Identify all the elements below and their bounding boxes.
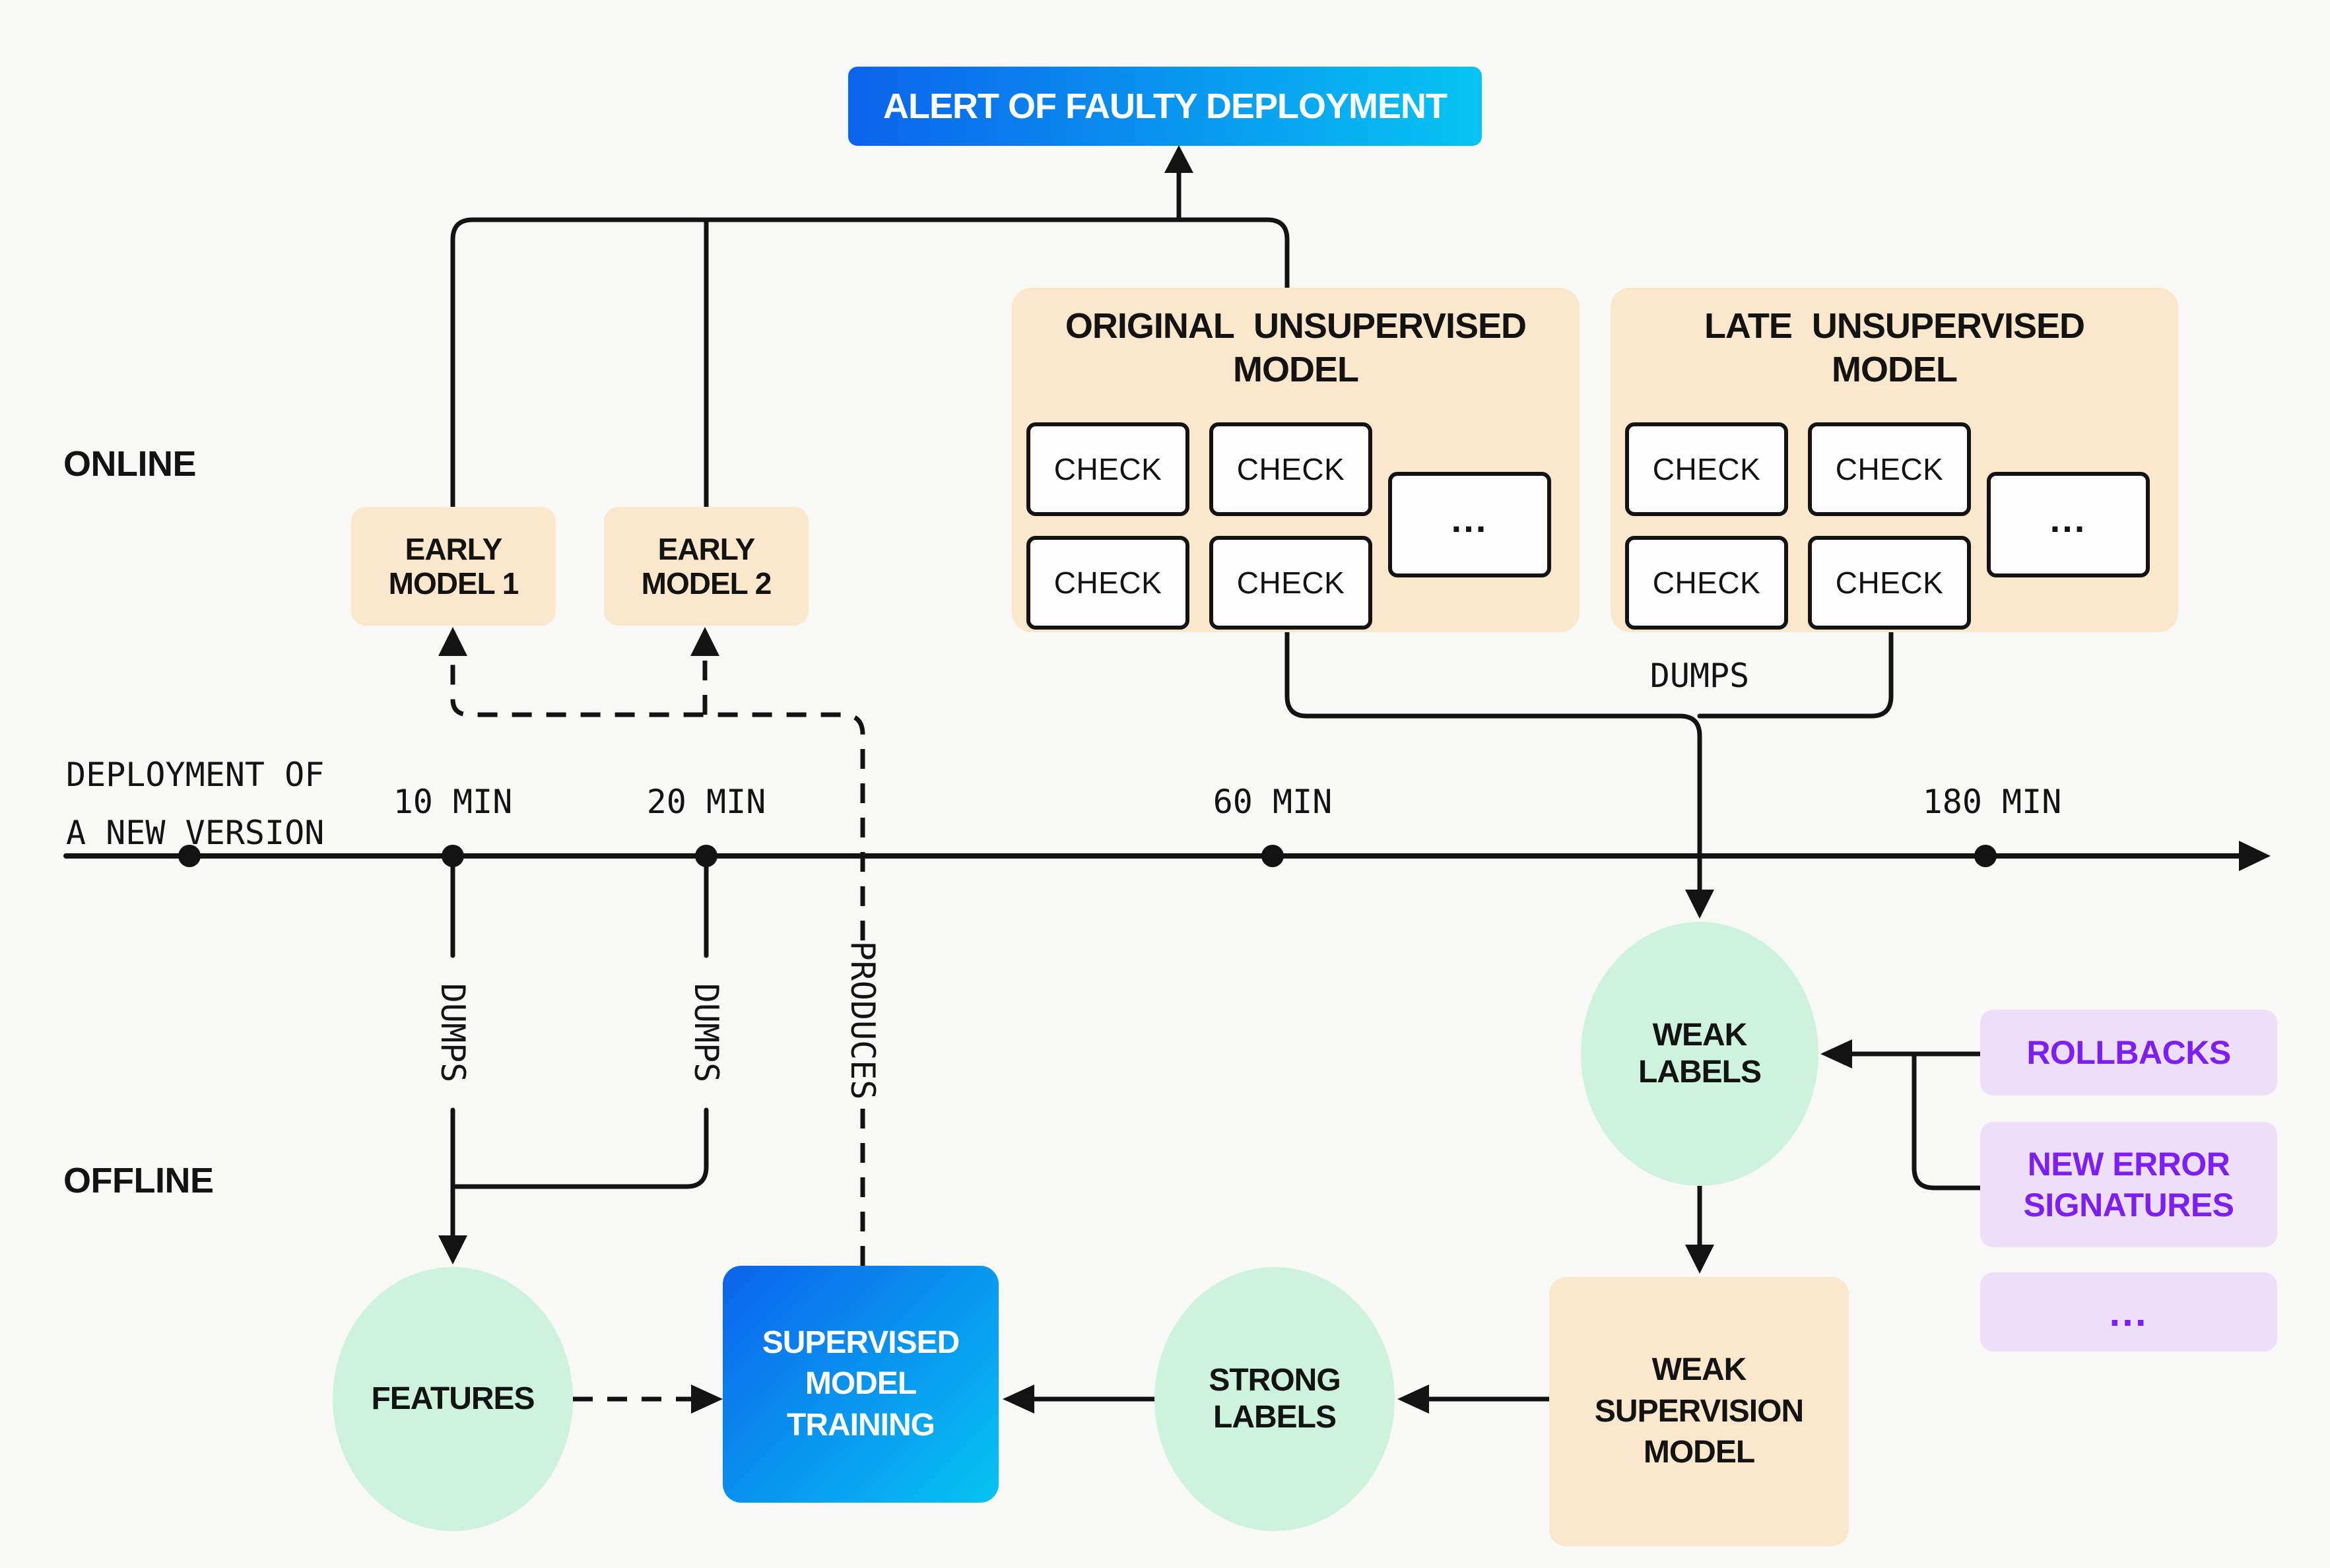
wsm-line1: WEAK <box>1651 1352 1747 1388</box>
early-model-2-line2: MODEL 2 <box>641 566 772 601</box>
timeline-dot-20min <box>695 845 717 867</box>
node-late-unsupervised-model: LATE UNSUPERVISED MODEL CHECK CHECK CHEC… <box>1611 288 2178 632</box>
timeline-origin-label: DEPLOYMENT OF A NEW VERSION <box>66 746 324 862</box>
features-label: FEATURES <box>371 1381 535 1417</box>
check-box: CHECK <box>1808 536 1971 630</box>
weak-labels-line1: WEAK <box>1652 1018 1748 1053</box>
wsm-line2: SUPERVISION <box>1594 1393 1804 1429</box>
arrowhead-wsm <box>1685 1245 1714 1274</box>
edge-newerror-branch <box>1912 1053 1983 1191</box>
arrowhead-features <box>438 1235 467 1264</box>
timeline-origin-line2: A NEW VERSION <box>66 814 325 852</box>
check-box: CHECK <box>1209 422 1372 516</box>
node-strong-labels: STRONG LABELS <box>1154 1267 1395 1531</box>
section-label-online: ONLINE <box>63 444 197 484</box>
edge-produces-upper <box>450 653 865 940</box>
wsm-line3: MODEL <box>1643 1435 1755 1470</box>
edge-bus-early-to-original <box>450 217 1290 512</box>
rollbacks-label: ROLLBACKS <box>2026 1033 2231 1071</box>
check-box: CHECK <box>1209 536 1372 630</box>
section-label-offline: OFFLINE <box>63 1161 214 1200</box>
arrowhead-timeline <box>2239 841 2271 871</box>
arrowhead-smt-right <box>1003 1385 1034 1414</box>
node-more-sources: ... <box>1980 1272 2277 1352</box>
timeline-tick-20min: 20 MIN <box>646 783 766 821</box>
original-model-title-line2: MODEL <box>1233 349 1359 389</box>
timeline-dot-60min <box>1261 845 1284 867</box>
arrowhead-weaklabels <box>1685 890 1714 919</box>
timeline-origin-line1: DEPLOYMENT OF <box>66 756 325 794</box>
strong-labels-line1: STRONG <box>1209 1363 1341 1398</box>
arrowhead-early1 <box>438 627 467 656</box>
timeline-dot-180min <box>1974 845 1997 867</box>
node-weak-supervision-model: WEAK SUPERVISION MODEL <box>1549 1277 1849 1546</box>
smt-line1: SUPERVISED <box>762 1324 960 1360</box>
node-rollbacks: ROLLBACKS <box>1980 1010 2277 1095</box>
timeline-tick-180min: 180 MIN <box>1922 783 2062 821</box>
arrowhead-sources <box>1820 1039 1852 1068</box>
smt-line2: MODEL <box>805 1366 917 1402</box>
node-supervised-model-training: SUPERVISED MODEL TRAINING <box>723 1266 999 1503</box>
node-early-model-2: EARLY MODEL 2 <box>604 507 809 626</box>
late-model-title-line2: MODEL <box>1832 349 1958 389</box>
node-original-unsupervised-model: ORIGINAL UNSUPERVISED MODEL CHECK CHECK … <box>1012 288 1580 632</box>
early-model-2-line1: EARLY <box>657 531 756 566</box>
check-box: CHECK <box>1808 422 1971 516</box>
original-model-title-line1: ORIGINAL UNSUPERVISED <box>1065 306 1527 346</box>
late-model-title-line1: LATE UNSUPERVISED <box>1704 306 2085 346</box>
check-box: CHECK <box>1026 536 1189 630</box>
more-checks-box: ... <box>1987 472 2150 577</box>
more-sources-label: ... <box>2109 1290 2148 1334</box>
edge-dumps2-lower <box>453 1107 709 1189</box>
early-model-1-line1: EARLY <box>405 531 503 566</box>
edge-label-produces: PRODUCES <box>844 940 882 1100</box>
timeline-tick-60min: 60 MIN <box>1213 783 1333 821</box>
check-box: CHECK <box>1625 536 1788 630</box>
timeline-dot-10min <box>442 845 464 867</box>
edge-original-dumps <box>1284 628 1702 895</box>
more-checks-box: ... <box>1388 472 1551 577</box>
arrowhead-early2 <box>690 627 719 656</box>
alert-banner: ALERT OF FAULTY DEPLOYMENT <box>848 67 1482 146</box>
early-model-1-line2: MODEL 1 <box>388 566 519 601</box>
late-model-title: LATE UNSUPERVISED MODEL <box>1611 305 2178 392</box>
weak-labels-line2: LABELS <box>1638 1055 1762 1090</box>
check-box: CHECK <box>1026 422 1189 516</box>
arrowhead-alert <box>1164 145 1193 173</box>
edge-label-dumps-early1: DUMPS <box>434 983 472 1083</box>
node-weak-labels: WEAK LABELS <box>1581 922 1818 1186</box>
strong-labels-line2: LABELS <box>1213 1400 1337 1435</box>
new-error-line1: NEW ERROR <box>2027 1145 2230 1183</box>
original-model-title: ORIGINAL UNSUPERVISED MODEL <box>1012 305 1580 392</box>
new-error-line2: SIGNATURES <box>2023 1187 2234 1224</box>
arrowhead-into-stronglabels <box>1397 1385 1429 1414</box>
arrowhead-smt-left <box>691 1385 723 1414</box>
timeline-tick-10min: 10 MIN <box>393 783 513 821</box>
node-early-model-1: EARLY MODEL 1 <box>351 507 556 626</box>
timeline-dot-deploy <box>178 845 201 867</box>
node-features: FEATURES <box>333 1267 573 1531</box>
node-new-error-signatures: NEW ERROR SIGNATURES <box>1980 1122 2277 1247</box>
edge-label-dumps-models: DUMPS <box>1649 657 1750 695</box>
edge-late-dumps <box>1697 628 1894 719</box>
edge-label-dumps-early2: DUMPS <box>687 983 725 1083</box>
check-box: CHECK <box>1625 422 1788 516</box>
smt-line3: TRAINING <box>787 1407 935 1443</box>
